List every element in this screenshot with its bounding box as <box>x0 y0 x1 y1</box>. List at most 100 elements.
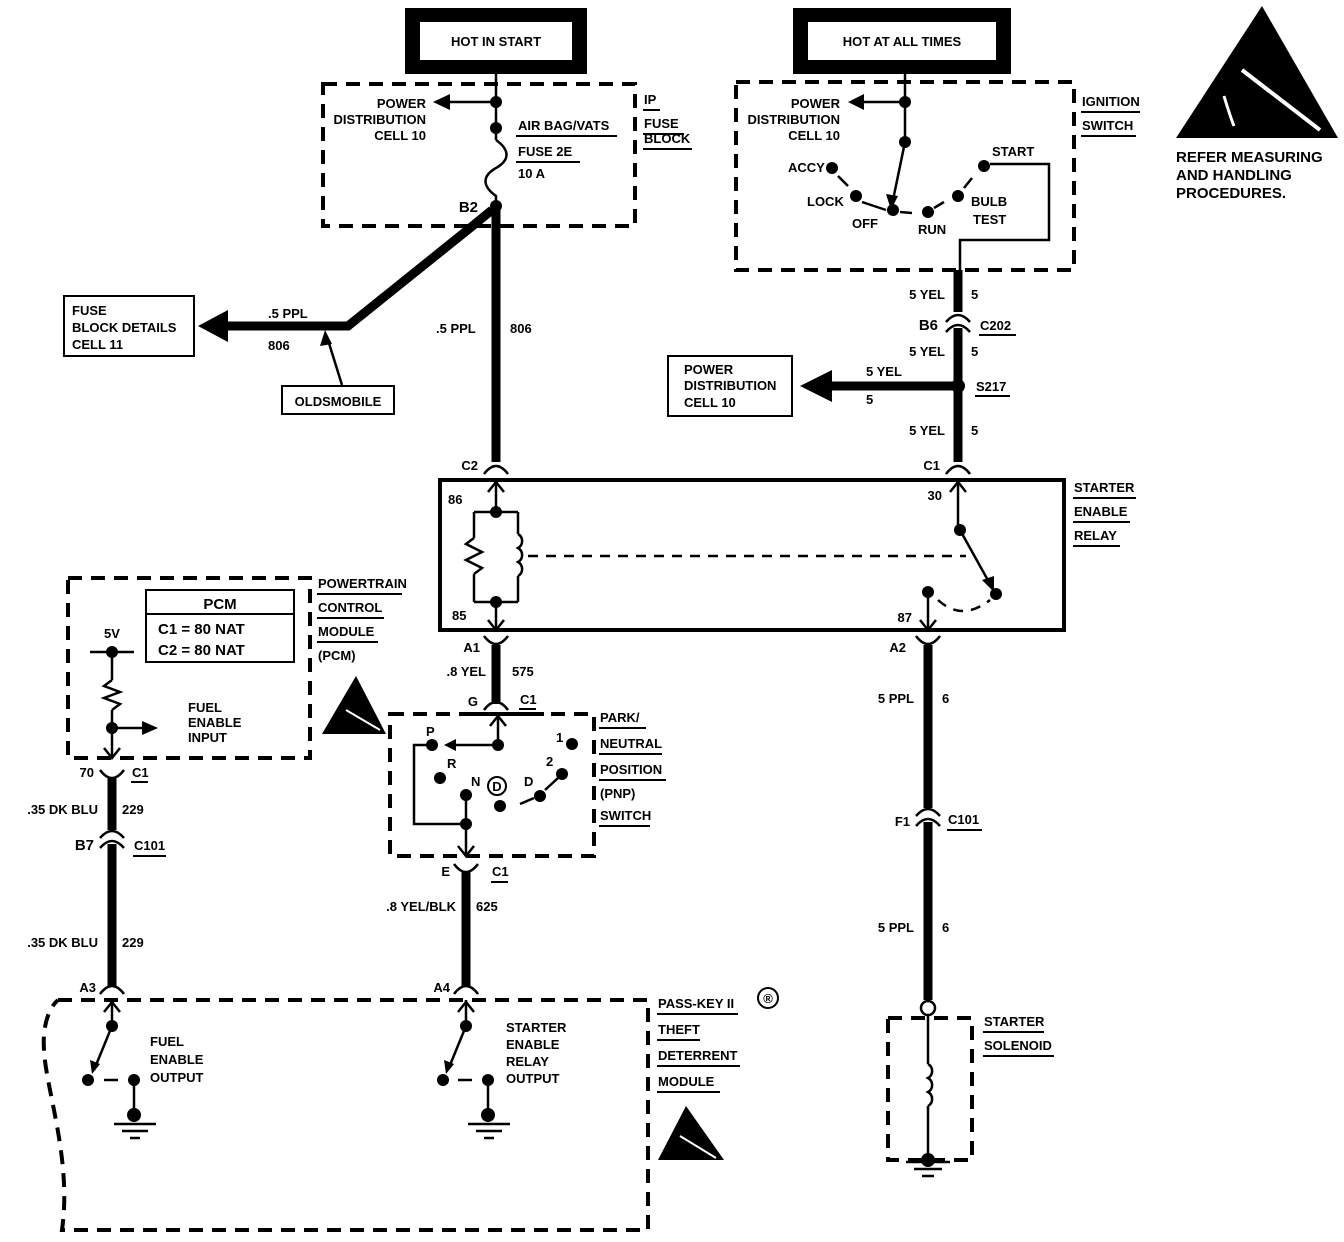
fuse-block-details-box[interactable]: FUSE BLOCK DETAILS CELL 11 <box>63 295 195 357</box>
esd-warning-icon <box>322 676 386 734</box>
connector-pin: 70 <box>80 765 94 780</box>
wire-color-label: 5 PPL <box>878 691 914 706</box>
accy-label: ACCY <box>788 160 825 175</box>
wire-circuit-label: 5 <box>866 392 873 407</box>
registered-mark: ® <box>763 991 773 1006</box>
pcm-table-row: C2 = 80 NAT <box>158 642 245 659</box>
fuel-output-label: ENABLE <box>150 1052 204 1067</box>
component-name: DETERRENT <box>658 1048 738 1063</box>
wire-circuit-label: 575 <box>512 664 534 679</box>
box-text: CELL 11 <box>72 337 123 352</box>
voltage-label: 5V <box>104 626 120 641</box>
wire-color-label: 5 YEL <box>866 364 902 379</box>
fuse-name: AIR BAG/VATS <box>518 118 610 133</box>
ip-fuse-block: POWER DISTRIBUTION CELL 10 AIR BAG/VATS … <box>321 74 692 228</box>
component-name: STARTER <box>1074 480 1135 495</box>
component-name: SWITCH <box>1082 118 1133 133</box>
passkey-module: A3 A4 FUEL ENABLE OUTPUT STARTER ENA <box>41 980 779 1232</box>
component-name: CONTROL <box>318 600 382 615</box>
component-name: POWERTRAIN <box>318 576 407 591</box>
d-circled-label: D <box>492 779 501 794</box>
connector-name: C1 <box>923 458 940 473</box>
wire-color-label: 5 YEL <box>909 344 945 359</box>
hot-at-all-times-text: HOT AT ALL TIMES <box>843 34 962 49</box>
connector-name: C2 <box>461 458 478 473</box>
wire-circuit-label: 6 <box>942 691 949 706</box>
run-label: RUN <box>918 222 946 237</box>
pcm-module: PCM C1 = 80 NAT C2 = 80 NAT 5V FUEL ENAB… <box>66 576 407 783</box>
fuse-id: FUSE 2E <box>518 144 573 159</box>
pin-87: 87 <box>898 610 912 625</box>
connector-pin: B6 <box>919 317 938 334</box>
p-label: P <box>426 724 435 739</box>
connector-name: C1 <box>520 692 537 707</box>
wire-color-label: 5 PPL <box>878 920 914 935</box>
starter-enable-relay: C2 C1 86 85 30 87 A1 <box>438 458 1136 655</box>
wire-color-label: .5 PPL <box>268 306 308 321</box>
wire-color-label: .8 YEL <box>446 664 486 679</box>
start-label: START <box>992 144 1034 159</box>
box-text: CELL 10 <box>684 395 736 410</box>
wire-806: .5 PPL 806 .5 PPL 806 <box>198 206 532 462</box>
d-contact <box>534 790 546 802</box>
power-distribution-box[interactable]: POWER DISTRIBUTION CELL 10 <box>667 355 793 417</box>
connector-name: C202 <box>980 318 1011 333</box>
fuel-enable-input-label: ENABLE <box>188 715 242 730</box>
esd-warning-icon <box>1176 6 1338 138</box>
wire-625: .8 YEL/BLK 625 <box>386 872 498 986</box>
oldsmobile-callout: OLDSMOBILE <box>281 330 395 415</box>
component-name: PARK/ <box>600 710 640 725</box>
connector-pin: G <box>468 694 478 709</box>
wire-color-label: .35 DK BLU <box>27 802 98 817</box>
one-contact <box>566 738 578 750</box>
pin-a1: A1 <box>463 640 480 655</box>
hot-at-all-times-label: HOT AT ALL TIMES <box>793 8 1011 74</box>
arrow-left-icon <box>198 310 228 342</box>
component-name: RELAY <box>1074 528 1117 543</box>
pnp-switch: G C1 P R N D D 2 1 E C1 PARK/ <box>388 692 666 883</box>
box-text: DISTRIBUTION <box>684 378 776 393</box>
component-name: NEUTRAL <box>600 736 662 751</box>
splice-label: S217 <box>976 379 1006 394</box>
component-name: BLOCK <box>644 131 691 146</box>
component-name: (PNP) <box>600 786 635 801</box>
box-text: BLOCK DETAILS <box>72 320 177 335</box>
wire-circuit-label: 806 <box>268 338 290 353</box>
esd-note-text: REFER MEASURING <box>1176 149 1323 166</box>
wire-229: .35 DK BLU 229 B7 C101 .35 DK BLU 229 <box>27 778 166 986</box>
component-name: THEFT <box>658 1022 700 1037</box>
power-dist-label: CELL 10 <box>788 128 840 143</box>
two-contact <box>556 768 568 780</box>
r-label: R <box>447 756 457 771</box>
pin-86: 86 <box>448 492 462 507</box>
arrow-right-icon <box>142 721 158 735</box>
bulb-test-label: BULB <box>971 194 1007 209</box>
wire-color-label: .8 YEL/BLK <box>386 899 456 914</box>
ignition-switch: POWER DISTRIBUTION CELL 10 ACCY LOCK OFF… <box>734 74 1140 272</box>
off-label: OFF <box>852 216 878 231</box>
esd-warning-icon <box>658 1106 724 1160</box>
hot-in-start-text: HOT IN START <box>451 34 541 49</box>
connector-name: C101 <box>948 812 979 827</box>
connector-name: C101 <box>134 838 165 853</box>
pin-85: 85 <box>452 608 466 623</box>
connector-pin: B7 <box>75 837 94 854</box>
wire-color-label: .35 DK BLU <box>27 935 98 950</box>
wire-575: .8 YEL 575 <box>446 645 534 704</box>
pcm-table-row: C1 = 80 NAT <box>158 621 245 638</box>
box-text: FUSE <box>72 303 107 318</box>
wire-circuit-label: 806 <box>510 321 532 336</box>
power-dist-label: POWER <box>791 96 841 111</box>
esd-warning: REFER MEASURING AND HANDLING PROCEDURES. <box>1176 6 1338 202</box>
component-name: SOLENOID <box>984 1038 1052 1053</box>
wire-color-label: .5 PPL <box>436 321 476 336</box>
bulb-test-label: TEST <box>973 212 1006 227</box>
component-name: ENABLE <box>1074 504 1128 519</box>
starter-output-label: ENABLE <box>506 1037 560 1052</box>
component-name: IGNITION <box>1082 94 1140 109</box>
pcm-table-title: PCM <box>203 596 236 613</box>
power-dist-label: POWER <box>377 96 427 111</box>
power-dist-label: CELL 10 <box>374 128 426 143</box>
starter-output-label: OUTPUT <box>506 1071 560 1086</box>
wire-circuit-label: 5 <box>971 287 978 302</box>
